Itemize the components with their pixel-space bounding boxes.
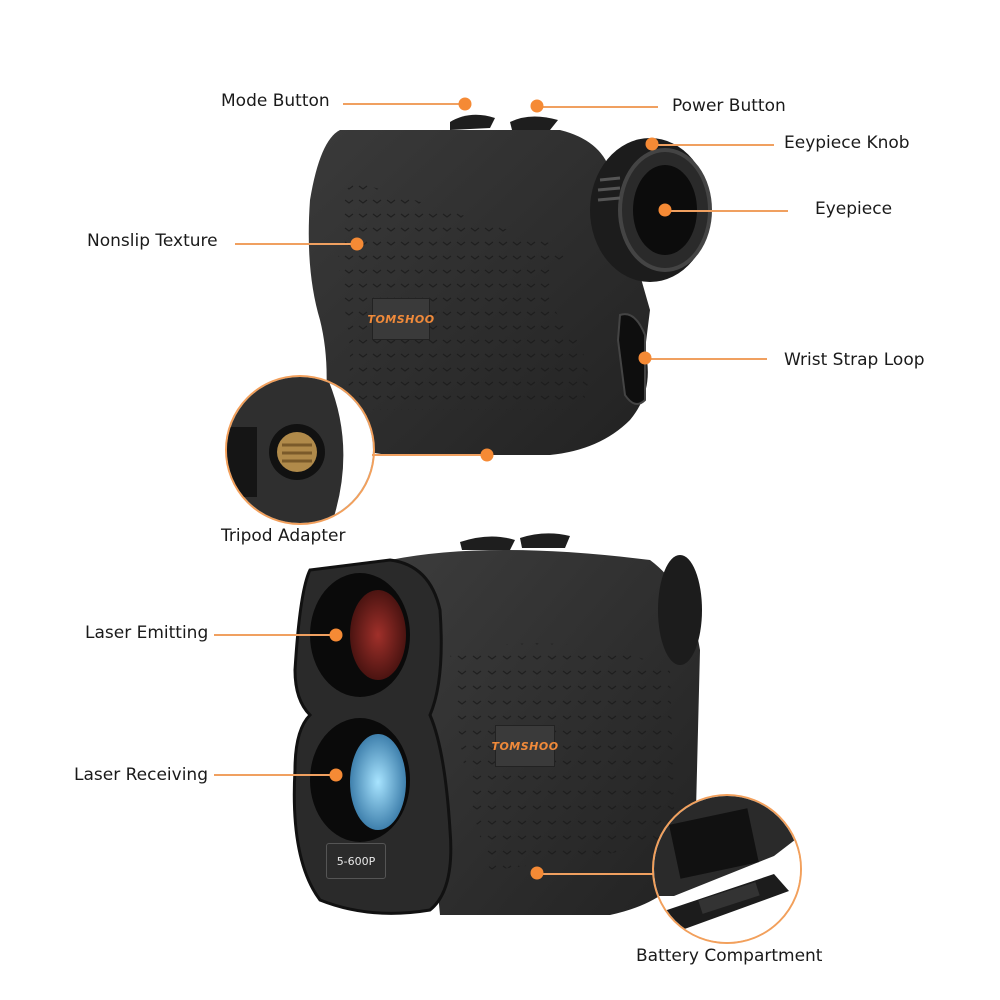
callout-dot: [530, 99, 544, 113]
label-wrist-strap-loop: Wrist Strap Loop: [784, 350, 925, 370]
tripod-screw-illustration: [227, 377, 373, 523]
rangefinder-front-view: TOMSHOO 5-600P: [290, 530, 710, 920]
leader-line: [214, 774, 336, 776]
rangefinder-top-view: TOMSHOO: [300, 110, 720, 470]
callout-dot: [350, 237, 364, 251]
battery-compartment-illustration: [654, 796, 800, 942]
model-badge: 5-600P: [326, 843, 386, 879]
callout-dot: [458, 97, 472, 111]
leader-line: [652, 144, 774, 146]
leader-line: [537, 873, 653, 875]
brand-logo: TOMSHOO: [491, 725, 558, 767]
rangefinder-body-illustration: [308, 114, 712, 455]
leader-line: [645, 358, 767, 360]
tripod-adapter-inset: [225, 375, 375, 525]
label-laser-emitting: Laser Emitting: [85, 623, 209, 643]
label-battery-compartment: Battery Compartment: [636, 946, 823, 966]
leader-line: [343, 103, 465, 105]
leader-line: [214, 634, 336, 636]
leader-line: [372, 454, 487, 456]
label-nonslip-texture: Nonslip Texture: [87, 231, 218, 251]
brand-logo: TOMSHOO: [367, 298, 434, 340]
label-mode-button: Mode Button: [221, 91, 330, 111]
label-power-button: Power Button: [672, 96, 786, 116]
label-laser-receiving: Laser Receiving: [74, 765, 208, 785]
label-eyepiece-knob: Eeypiece Knob: [784, 133, 910, 153]
label-tripod-adapter: Tripod Adapter: [221, 526, 346, 546]
callout-dot: [658, 203, 672, 217]
leader-line: [235, 243, 357, 245]
leader-line: [665, 210, 788, 212]
leader-line: [537, 106, 658, 108]
callout-dot: [329, 628, 343, 642]
callout-dot: [530, 866, 544, 880]
callout-dot: [645, 137, 659, 151]
callout-dot: [329, 768, 343, 782]
callout-dot: [480, 448, 494, 462]
callout-dot: [638, 351, 652, 365]
label-eyepiece: Eyepiece: [815, 199, 893, 219]
battery-compartment-inset: [652, 794, 802, 944]
